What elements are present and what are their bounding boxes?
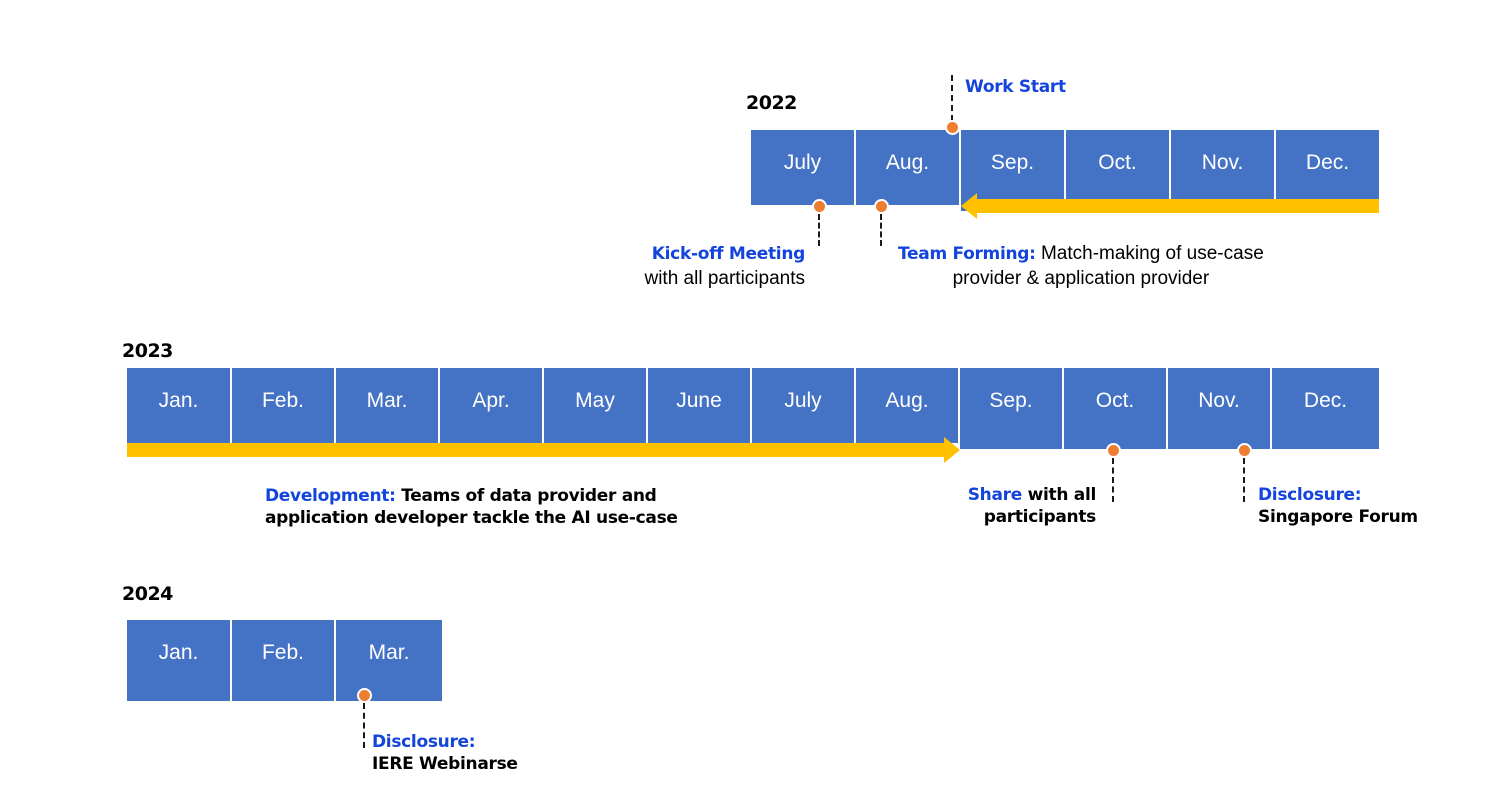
- annotation-disclosure-iere-line2: IERE Webinarse: [372, 754, 518, 775]
- marker-share[interactable]: [1106, 443, 1121, 458]
- month-strip-2022: July Aug. Sep. Oct. Nov. Dec.: [751, 130, 1379, 211]
- annotation-work-start: Work Start: [965, 76, 1066, 98]
- month-cell-2022-oct[interactable]: Oct.: [1066, 130, 1171, 211]
- annotation-kick-off-highlight: Kick-off Meeting: [651, 244, 806, 264]
- leader-disclosure-singapore: [1243, 458, 1245, 502]
- annotation-disclosure-singapore-line2: Singapore Forum: [1258, 507, 1418, 528]
- month-cell-2023-june[interactable]: June: [648, 368, 752, 443]
- month-cell-2024-jan[interactable]: Jan.: [127, 620, 232, 701]
- month-cell-2022-aug[interactable]: Aug.: [856, 130, 961, 205]
- annotation-development-highlight: Development:: [265, 486, 396, 506]
- month-cell-2023-feb[interactable]: Feb.: [232, 368, 336, 443]
- month-cell-2023-nov[interactable]: Nov.: [1168, 368, 1272, 449]
- leader-share: [1112, 458, 1114, 502]
- marker-team-forming[interactable]: [874, 199, 889, 214]
- progress-arrow-2023-head: [944, 437, 960, 463]
- leader-kick-off: [818, 214, 820, 246]
- annotation-share: Share with all participants: [800, 484, 1097, 528]
- annotation-disclosure-iere-highlight: Disclosure:: [372, 732, 476, 752]
- marker-kick-off[interactable]: [812, 199, 827, 214]
- annotation-development-line2: application developer tackle the AI use-…: [265, 508, 678, 529]
- annotation-kick-off-line2: with all participants: [644, 267, 805, 289]
- month-cell-2023-may[interactable]: May: [544, 368, 648, 443]
- month-cell-2023-jan[interactable]: Jan.: [127, 368, 232, 443]
- leader-team-forming: [880, 214, 882, 246]
- annotation-team-forming: Team Forming: Match-making of use-case p…: [898, 242, 1264, 291]
- month-cell-2023-dec[interactable]: Dec.: [1272, 368, 1379, 449]
- leader-disclosure-iere: [363, 703, 365, 748]
- annotation-disclosure-singapore-highlight: Disclosure:: [1258, 485, 1362, 505]
- year-label-2022: 2022: [746, 92, 797, 114]
- month-cell-2022-dec[interactable]: Dec.: [1276, 130, 1379, 211]
- annotation-development: Development: Teams of data provider and …: [265, 485, 678, 529]
- annotation-kick-off: Kick-off Meeting with all participants: [410, 242, 805, 291]
- month-cell-2023-apr[interactable]: Apr.: [440, 368, 544, 443]
- annotation-team-forming-rest: Match-making of use-case: [1035, 243, 1264, 264]
- month-strip-2024: Jan. Feb. Mar.: [127, 620, 442, 701]
- annotation-share-rest: with all: [1021, 485, 1097, 505]
- marker-disclosure-iere[interactable]: [357, 688, 372, 703]
- month-cell-2023-aug[interactable]: Aug.: [856, 368, 960, 443]
- marker-disclosure-singapore[interactable]: [1237, 443, 1252, 458]
- progress-arrow-2022-bar: [977, 199, 1379, 213]
- annotation-disclosure-iere: Disclosure: IERE Webinarse: [372, 731, 518, 775]
- annotation-share-highlight: Share: [967, 485, 1023, 505]
- annotation-disclosure-singapore: Disclosure: Singapore Forum: [1258, 484, 1418, 528]
- annotation-team-forming-line2: provider & application provider: [952, 267, 1210, 289]
- annotation-work-start-highlight: Work Start: [965, 77, 1066, 97]
- month-cell-2024-mar[interactable]: Mar.: [336, 620, 442, 701]
- progress-arrow-2023-bar: [127, 443, 944, 457]
- month-cell-2024-feb[interactable]: Feb.: [232, 620, 336, 701]
- month-strip-2023: Jan. Feb. Mar. Apr. May June July Aug. S…: [127, 368, 1379, 449]
- month-cell-2023-july[interactable]: July: [752, 368, 856, 443]
- month-cell-2022-nov[interactable]: Nov.: [1171, 130, 1276, 211]
- annotation-share-line2: participants: [983, 507, 1097, 528]
- month-cell-2023-sep[interactable]: Sep.: [960, 368, 1064, 449]
- annotation-team-forming-highlight: Team Forming:: [898, 244, 1036, 264]
- progress-arrow-2022-head: [961, 193, 977, 219]
- annotation-development-rest: Teams of data provider and: [395, 486, 657, 506]
- month-cell-2022-july[interactable]: July: [751, 130, 856, 205]
- leader-work-start: [951, 75, 953, 121]
- marker-work-start[interactable]: [945, 120, 960, 135]
- month-cell-2022-sep[interactable]: Sep.: [961, 130, 1066, 211]
- year-label-2024: 2024: [122, 583, 173, 605]
- year-label-2023: 2023: [122, 340, 173, 362]
- month-cell-2023-mar[interactable]: Mar.: [336, 368, 440, 443]
- month-cell-2023-oct[interactable]: Oct.: [1064, 368, 1168, 449]
